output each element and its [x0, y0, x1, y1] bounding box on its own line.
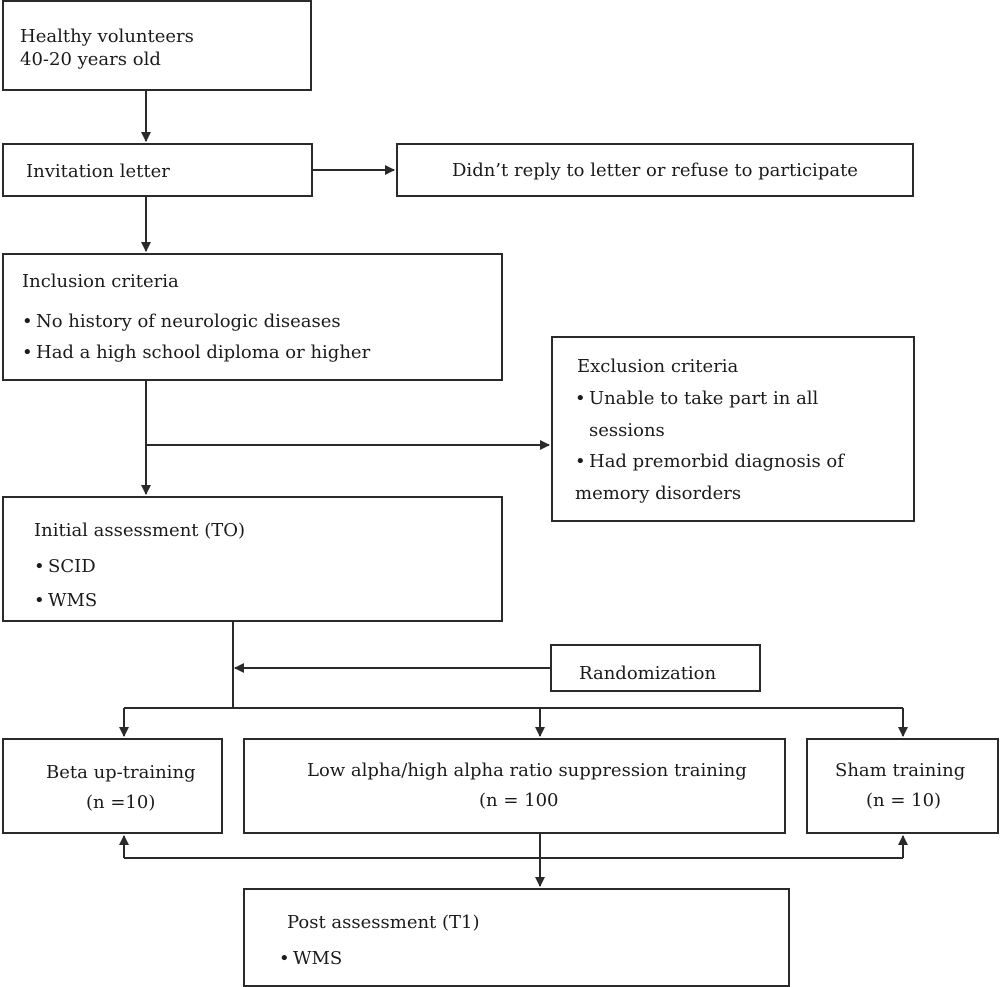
post-title: Post assessment (T1) — [287, 912, 480, 933]
exclusion-title: Exclusion criteria — [577, 356, 739, 377]
sham-line2: (n = 10) — [866, 790, 942, 811]
exclusion-box: Exclusion criteria • Unable to take part… — [551, 336, 915, 522]
randomization-box: Randomization — [550, 644, 761, 692]
initial-title: Initial assessment (TO) — [34, 520, 246, 541]
inclusion-box: Inclusion criteria • No history of neuro… — [2, 253, 503, 381]
beta-training-box: Beta up-training (n =10) — [2, 738, 223, 834]
post-bullet-1: • — [279, 948, 290, 969]
exclusion-bullet-2: • — [575, 451, 586, 472]
initial-bullet-1: • — [34, 556, 45, 577]
alpha-line2: (n = 100 — [479, 790, 559, 811]
exclusion-item-1-line2: sessions — [589, 420, 665, 441]
beta-line2: (n =10) — [86, 792, 156, 813]
sham-line1: Sham training — [835, 760, 966, 781]
inclusion-item-2: Had a high school diploma or higher — [36, 342, 371, 363]
post-assessment-box: Post assessment (T1) • WMS — [243, 888, 790, 987]
volunteers-line2: 40-20 years old — [20, 49, 161, 70]
exclusion-bullet-1: • — [575, 388, 586, 409]
exclusion-item-2-line2: memory disorders — [575, 483, 742, 504]
initial-item-2: WMS — [48, 590, 98, 611]
inclusion-bullet-2: • — [22, 342, 33, 363]
alpha-line1: Low alpha/high alpha ratio suppression t… — [307, 760, 747, 781]
no-reply-label: Didn’t reply to letter or refuse to part… — [452, 160, 858, 181]
initial-bullet-2: • — [34, 590, 45, 611]
sham-training-box: Sham training (n = 10) — [806, 738, 999, 834]
volunteers-box: Healthy volunteers 40-20 years old — [2, 0, 312, 91]
exclusion-item-1-line1: Unable to take part in all — [589, 388, 819, 409]
initial-assessment-box: Initial assessment (TO) • SCID • WMS — [2, 496, 503, 622]
randomization-label: Randomization — [579, 663, 717, 684]
invitation-label: Invitation letter — [26, 161, 170, 182]
volunteers-line1: Healthy volunteers — [20, 26, 194, 47]
exclusion-item-2-line1: Had premorbid diagnosis of — [589, 451, 844, 472]
post-item-1: WMS — [293, 948, 343, 969]
no-reply-box: Didn’t reply to letter or refuse to part… — [396, 143, 914, 197]
inclusion-item-1: No history of neurologic diseases — [36, 311, 341, 332]
inclusion-title: Inclusion criteria — [22, 271, 179, 292]
invitation-box: Invitation letter — [2, 143, 313, 197]
alpha-training-box: Low alpha/high alpha ratio suppression t… — [243, 738, 786, 834]
beta-line1: Beta up-training — [46, 762, 196, 783]
initial-item-1: SCID — [48, 556, 96, 577]
inclusion-bullet-1: • — [22, 311, 33, 332]
